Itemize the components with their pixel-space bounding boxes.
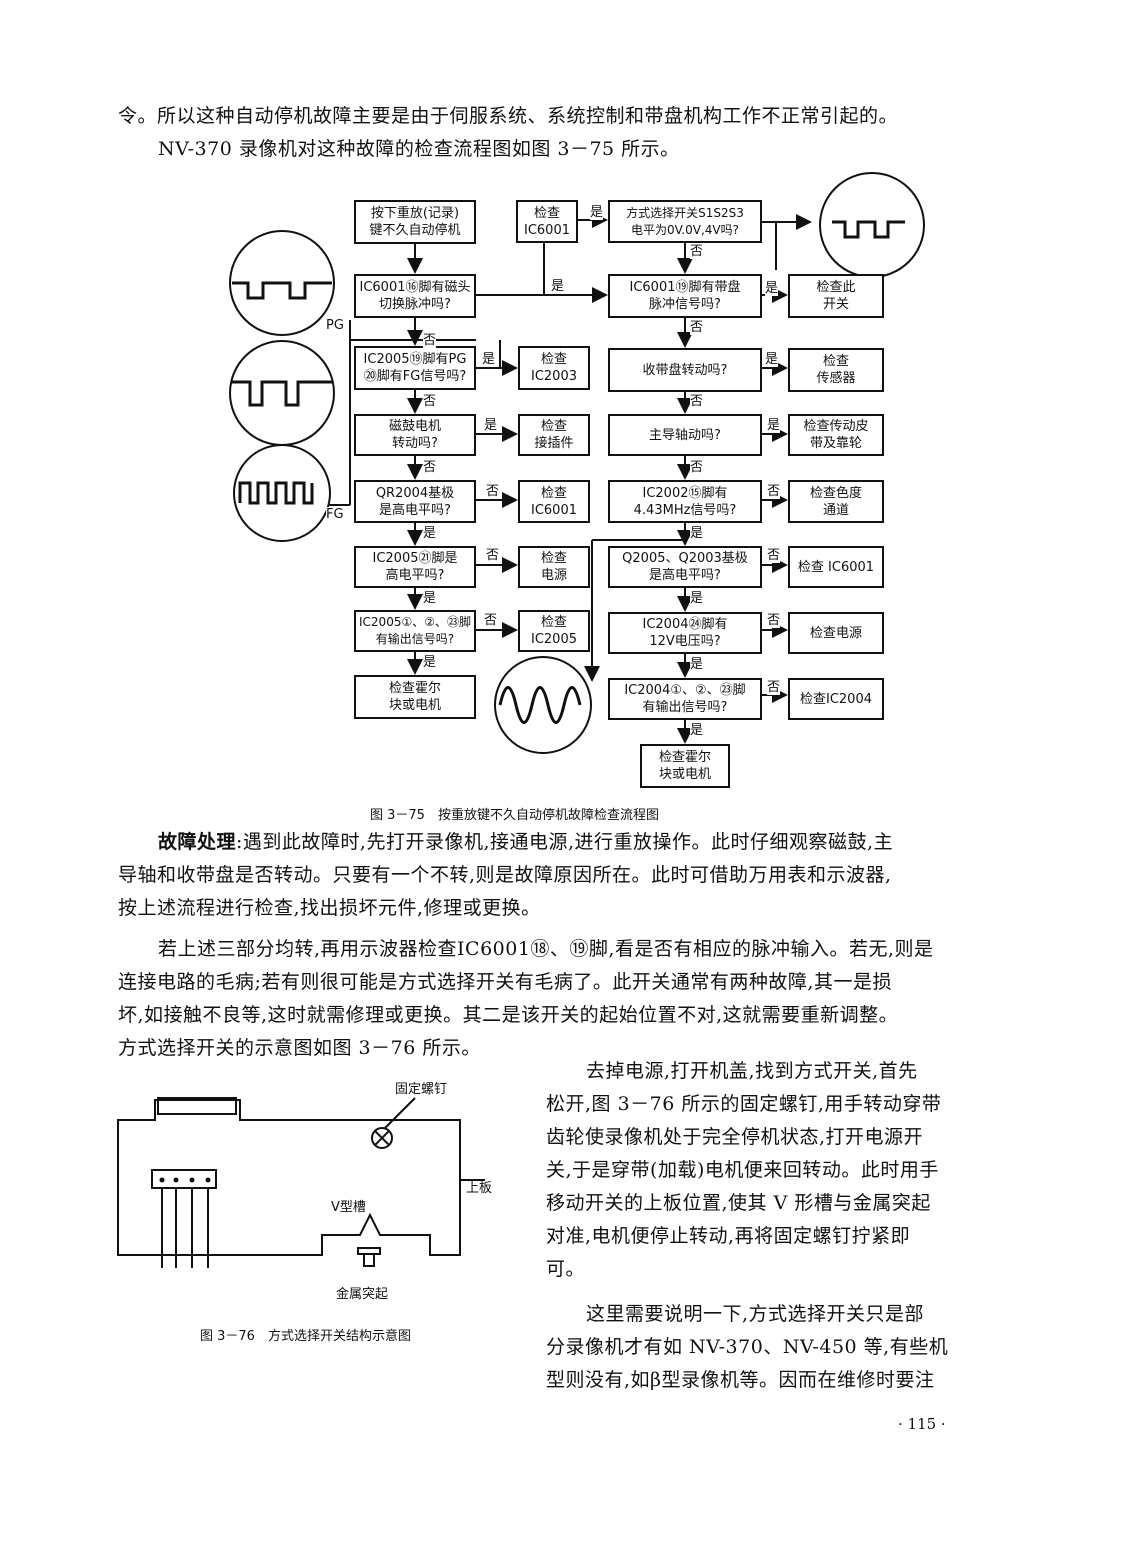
flow-right-a1: 检查此 开关 bbox=[788, 274, 884, 318]
text-line: 这里需要说明一下,方式选择开关只是部 bbox=[586, 1303, 925, 1325]
label-no: 否 bbox=[767, 484, 781, 499]
flow-right-q7: IC2004①、②、㉓脚 有输出信号吗? bbox=[608, 678, 762, 720]
label-no: 否 bbox=[423, 460, 437, 475]
label-yes: 是 bbox=[423, 655, 437, 670]
text-line: 关,于是穿带(加载)电机便来回转动。此时用手 bbox=[546, 1159, 939, 1181]
flow-left-end: 检查霍尔 块或电机 bbox=[354, 675, 476, 719]
text-line: 令。所以这种自动停机故障主要是由于伺服系统、系统控制和带盘机构工作不正常引起的。 bbox=[118, 105, 899, 127]
flow-left-a4: 检查 IC6001 bbox=[518, 480, 590, 523]
label-yes: 是 bbox=[484, 418, 498, 433]
section-body: 故障处理:遇到此故障时,先打开录像机,接通电源,进行重放操作。此时仔细观察磁鼓,… bbox=[118, 826, 988, 1065]
section-heading: 故障处理 bbox=[158, 831, 237, 853]
flow-right-q6: IC2004㉔脚有 12V电压吗? bbox=[608, 612, 762, 654]
label-no: 否 bbox=[486, 548, 500, 563]
paragraph-1-line: 故障处理:遇到此故障时,先打开录像机,接通电源,进行重放操作。此时仔细观察磁鼓,… bbox=[118, 826, 988, 859]
paragraph-2-line: 坏,如接触不良等,这时就需修理或更换。其二是该开关的起始位置不对,这就需要重新调… bbox=[118, 1004, 899, 1026]
flow-right-q4: IC2002⑮脚有 4.43MHz信号吗? bbox=[608, 480, 762, 523]
paragraph-2-line: 方式选择开关的示意图如图 3－76 所示。 bbox=[118, 1037, 481, 1059]
flow-right-a6: 检查电源 bbox=[788, 612, 884, 654]
flow-left-q2: IC2005⑲脚有PG ⑳脚有FG信号吗? bbox=[354, 346, 476, 390]
signal-label-pg: PG bbox=[326, 318, 344, 333]
text-line: NV-370 录像机对这种故障的检查流程图如图 3－75 所示。 bbox=[158, 138, 680, 160]
flow-right-end: 检查霍尔 块或电机 bbox=[640, 744, 730, 788]
body-text-top: 令。所以这种自动停机故障主要是由于伺服系统、系统控制和带盘机构工作不正常引起的。… bbox=[118, 100, 998, 166]
label-yes: 是 bbox=[551, 279, 565, 294]
text-line: 移动开关的上板位置,使其 V 形槽与金属突起 bbox=[546, 1192, 931, 1214]
text-line: 去掉电源,打开机盖,找到方式开关,首先 bbox=[586, 1060, 918, 1082]
figure-caption-3-75: 图 3－75 按重放键不久自动停机故障检查流程图 bbox=[370, 808, 659, 823]
label-no: 否 bbox=[484, 613, 498, 628]
label-yes: 是 bbox=[765, 281, 779, 296]
label-no: 否 bbox=[690, 460, 704, 475]
label-yes: 是 bbox=[590, 205, 604, 220]
text-line: 型则没有,如β型录像机等。因而在维修时要注 bbox=[546, 1369, 935, 1391]
flow-left-a2: 检查 IC2003 bbox=[518, 346, 590, 390]
label-no: 否 bbox=[690, 394, 704, 409]
flow-left-q1: IC6001⑯脚有磁头 切换脉冲吗? bbox=[354, 274, 476, 318]
flow-right-q5: Q2005、Q2003基极 是高电平吗? bbox=[608, 546, 762, 588]
right-column-text: 去掉电源,打开机盖,找到方式开关,首先 松开,图 3－76 所示的固定螺钉,用手… bbox=[546, 1055, 986, 1397]
text-line: 分录像机才有如 NV-370、NV-450 等,有些机 bbox=[546, 1336, 949, 1358]
flow-right-q2: 收带盘转动吗? bbox=[608, 348, 762, 392]
text-line: 对准,电机便停止转动,再将固定螺钉拧紧即 bbox=[546, 1225, 911, 1247]
label-yes: 是 bbox=[690, 657, 704, 672]
label-yes: 是 bbox=[690, 723, 704, 738]
flow-right-q1: IC6001⑲脚有带盘 脉冲信号吗? bbox=[608, 274, 762, 318]
text-line: 齿轮使录像机处于完全停机状态,打开电源开 bbox=[546, 1126, 924, 1148]
paragraph-2-line: 连接电路的毛病;若有则很可能是方式选择开关有毛病了。此开关通常有两种故障,其一是… bbox=[118, 971, 892, 993]
label-no: 否 bbox=[767, 613, 781, 628]
label-yes: 是 bbox=[765, 352, 779, 367]
label-no: 否 bbox=[423, 333, 437, 348]
label-no: 否 bbox=[690, 244, 704, 259]
flow-left-a6: 检查 IC2005 bbox=[518, 610, 590, 652]
text-line: 可。 bbox=[546, 1258, 586, 1280]
flow-right-a2: 检查 传感器 bbox=[788, 348, 884, 392]
flow-right-q0: 方式选择开关S1S2S3 电平为0V.0V,4V吗? bbox=[608, 200, 762, 243]
label-no: 否 bbox=[423, 394, 437, 409]
paragraph-1-line: 导轴和收带盘是否转动。只要有一个不转,则是故障原因所在。此时可借助万用表和示波器… bbox=[118, 864, 892, 886]
page-number: · 115 · bbox=[898, 1415, 946, 1433]
flow-right-a3: 检查传动皮 带及靠轮 bbox=[788, 414, 884, 456]
flow-start: 按下重放(记录) 键不久自动停机 bbox=[354, 200, 476, 244]
label-yes: 是 bbox=[423, 526, 437, 541]
label-no: 否 bbox=[690, 320, 704, 335]
flow-right-a5: 检查 IC6001 bbox=[788, 546, 884, 588]
flow-right-a7: 检查IC2004 bbox=[788, 678, 884, 720]
figure-caption-3-76: 图 3－76 方式选择开关结构示意图 bbox=[200, 1329, 411, 1344]
paragraph-2-line: 若上述三部分均转,再用示波器检查IC6001⑱、⑲脚,看是否有相应的脉冲输入。若… bbox=[158, 938, 934, 960]
flow-right-a4: 检查色度 通道 bbox=[788, 480, 884, 523]
label-metal-protrusion: 金属突起 bbox=[336, 1287, 389, 1302]
label-yes: 是 bbox=[423, 591, 437, 606]
flow-left-a5: 检查 电源 bbox=[518, 546, 590, 588]
flow-left-a3: 检查 接插件 bbox=[518, 414, 590, 456]
flow-left-q6: IC2005①、②、㉓脚 有输出信号吗? bbox=[354, 610, 476, 652]
label-yes: 是 bbox=[767, 418, 781, 433]
label-yes: 是 bbox=[690, 591, 704, 606]
flow-left-q4: QR2004基极 是高电平吗? bbox=[354, 480, 476, 523]
flow-right-check: 检查 IC6001 bbox=[516, 200, 578, 243]
label-no: 否 bbox=[767, 548, 781, 563]
label-yes: 是 bbox=[690, 526, 704, 541]
text-line: 松开,图 3－76 所示的固定螺钉,用手转动穿带 bbox=[546, 1093, 942, 1115]
label-no: 否 bbox=[767, 680, 781, 695]
flow-left-q5: IC2005㉑脚是 高电平吗? bbox=[354, 546, 476, 588]
label-fixing-screw: 固定螺钉 bbox=[395, 1082, 448, 1097]
signal-label-fg: FG bbox=[326, 507, 344, 522]
paragraph-1-line: 按上述流程进行检查,找出损坏元件,修理或更换。 bbox=[118, 897, 541, 919]
label-v-groove: V型槽 bbox=[331, 1200, 366, 1215]
label-no: 否 bbox=[486, 484, 500, 499]
text-span: :遇到此故障时,先打开录像机,接通电源,进行重放操作。此时仔细观察磁鼓,主 bbox=[236, 831, 894, 853]
label-yes: 是 bbox=[482, 352, 496, 367]
flow-right-q3: 主导轴动吗? bbox=[608, 414, 762, 456]
flow-left-q3: 磁鼓电机 转动吗? bbox=[354, 414, 476, 456]
label-upper-plate: 上板 bbox=[466, 1181, 493, 1196]
